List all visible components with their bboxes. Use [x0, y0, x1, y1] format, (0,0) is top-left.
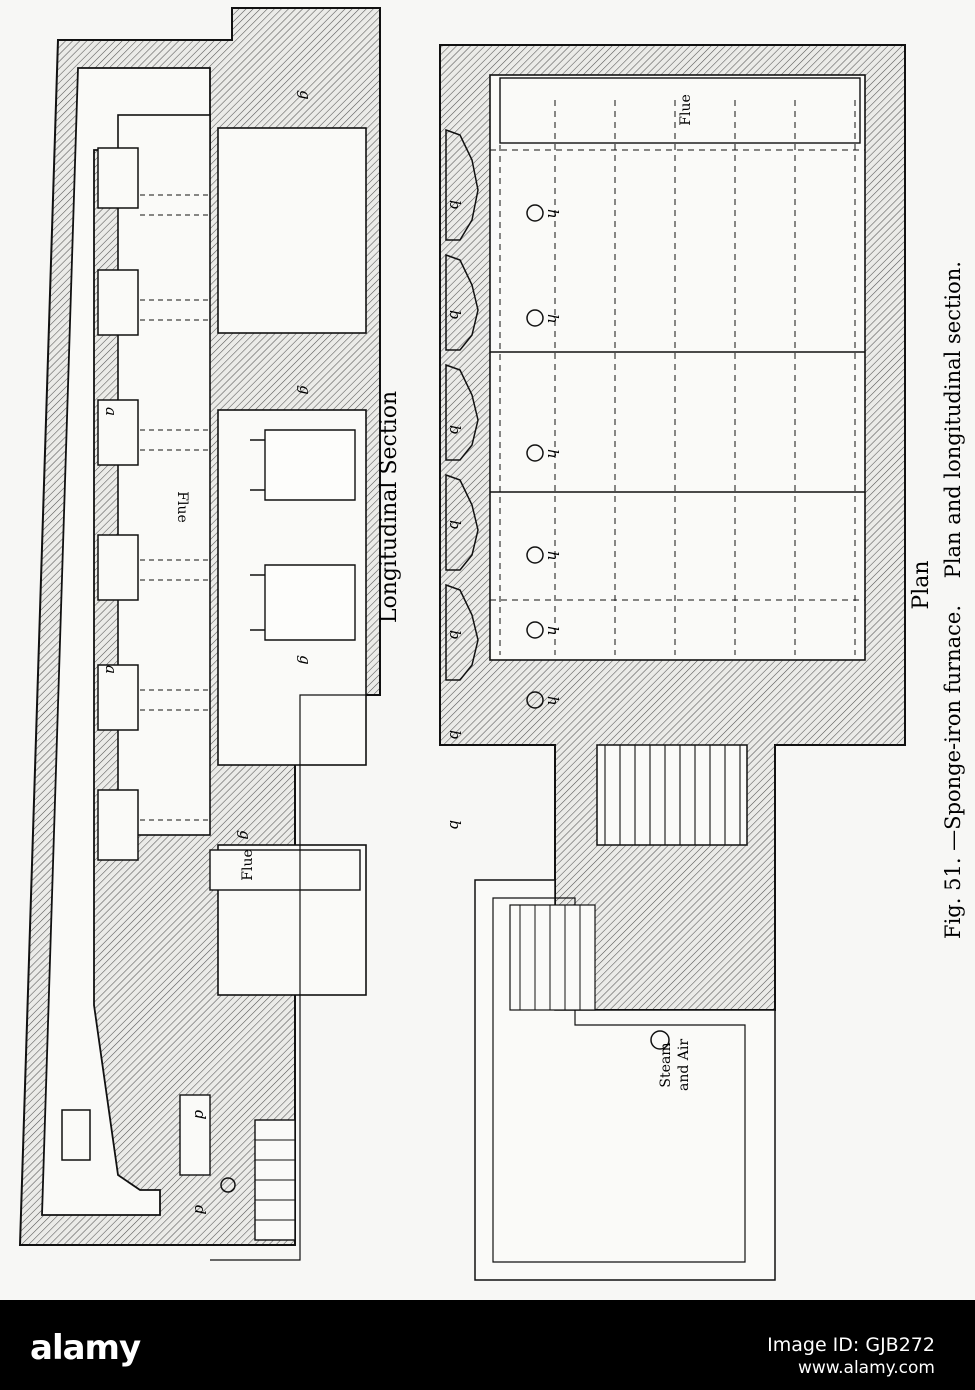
letter-b7: b [446, 820, 464, 830]
retort-row [61, 147, 139, 1161]
letter-b6: b [446, 730, 464, 740]
letter-g1: g [296, 90, 314, 100]
caption-title: —Sponge-iron furnace. [941, 605, 965, 851]
letter-d2: d [191, 1205, 209, 1215]
flue-label-bottom: Flue [240, 849, 256, 881]
letter-h3: h [544, 449, 562, 459]
letter-b4: b [446, 520, 464, 530]
letter-h5: h [544, 626, 562, 636]
plan-view: Flue b b b b b b b h h h h h h Steam and… [439, 44, 906, 1281]
letter-a2: a [102, 665, 120, 674]
image-id: Image ID: GJB272 [767, 1334, 935, 1356]
flue-label-plan: Flue [678, 94, 694, 126]
caption-prefix: Fig. 51. [941, 858, 965, 939]
caption-subtitle: Plan and longitudinal section. [941, 261, 965, 578]
plan-caption: Plan [909, 560, 934, 609]
figure-caption: Fig. 51. —Sponge-iron furnace. Plan and … [941, 261, 965, 939]
stock-banner: alamy Image ID: GJB272 www.alamy.com [0, 1300, 975, 1390]
site-url: www.alamy.com [797, 1358, 935, 1378]
letter-g2: g [296, 385, 314, 395]
section-caption: Longitudinal Section [377, 391, 402, 623]
steam-label-1: Steam [658, 1042, 674, 1087]
letter-h6: h [544, 696, 562, 706]
letter-h2: h [544, 314, 562, 324]
letter-h1: h [544, 209, 562, 219]
svg-text:Fig. 51. —Sponge-iron fu: Fig. 51. —Sponge-iron furnace. Plan and … [941, 261, 965, 939]
letter-b1: b [446, 200, 464, 210]
letter-h4: h [544, 551, 562, 561]
drawing-sheet: Flue Flue a a g g g g d d Longitudinal S… [18, 7, 965, 1281]
letter-b5: b [446, 630, 464, 640]
longitudinal-section: Flue Flue a a g g g g d d [18, 7, 381, 1261]
letter-g3: g [296, 655, 314, 665]
steam-label-2: and Air [676, 1039, 692, 1091]
flue-label-top: Flue [174, 491, 190, 523]
letter-g4: g [236, 830, 254, 840]
letter-d1: d [191, 1110, 209, 1120]
letter-b2: b [446, 310, 464, 320]
letter-b3: b [446, 425, 464, 435]
letter-a1: a [102, 407, 120, 416]
furnace-drawing: Flue Flue a a g g g g d d Longitudinal S… [18, 7, 965, 1281]
alamy-logo: alamy [30, 1328, 141, 1368]
